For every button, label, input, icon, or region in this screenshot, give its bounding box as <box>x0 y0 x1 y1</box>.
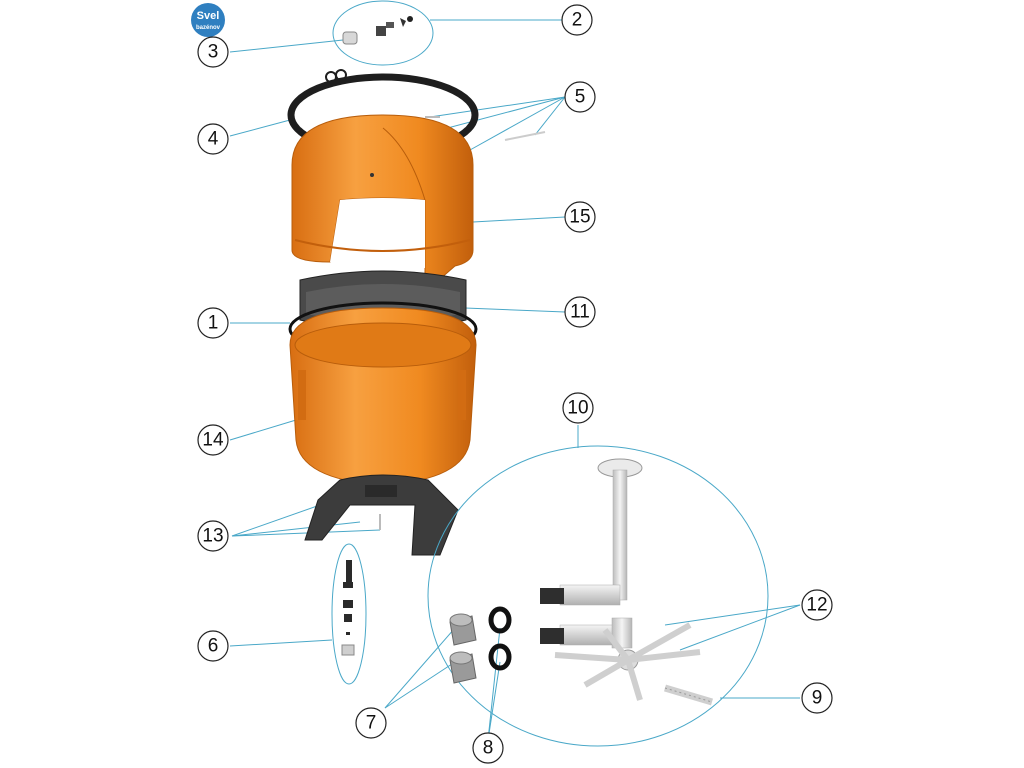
svg-text:2: 2 <box>572 10 583 31</box>
svg-text:3: 3 <box>208 42 219 63</box>
callout-11: 11 <box>564 296 596 328</box>
callout-8: 8 <box>472 732 504 764</box>
svg-text:5: 5 <box>575 87 586 108</box>
callout-3: 3 <box>197 36 229 68</box>
callout-6: 6 <box>197 630 229 662</box>
svg-text:11: 11 <box>570 302 590 323</box>
callout-13: 13 <box>197 520 229 552</box>
logo-line1: Svel <box>197 10 220 22</box>
svg-text:13: 13 <box>202 526 223 547</box>
svg-text:9: 9 <box>812 688 823 709</box>
callout-10: 10 <box>562 392 594 424</box>
union-gaskets <box>488 606 512 671</box>
svg-text:10: 10 <box>567 398 588 419</box>
svg-text:7: 7 <box>366 713 377 734</box>
svg-text:14: 14 <box>202 430 224 451</box>
svg-text:4: 4 <box>208 129 219 150</box>
callout-7: 7 <box>355 707 387 739</box>
callout-15: 15 <box>564 201 596 233</box>
tank-stand <box>304 474 459 556</box>
svg-text:6: 6 <box>208 636 219 657</box>
svg-text:15: 15 <box>569 207 590 228</box>
valve-small-parts <box>332 0 434 66</box>
lower-tank-body <box>289 307 477 486</box>
svg-text:1: 1 <box>208 313 219 334</box>
callout-1: 1 <box>197 307 229 339</box>
callout-4: 4 <box>197 123 229 155</box>
svg-text:12: 12 <box>806 595 827 616</box>
svg-text:8: 8 <box>483 738 494 759</box>
drain-parts-set <box>331 543 367 685</box>
callout-9: 9 <box>801 682 833 714</box>
part-callouts: 2 3 5 4 15 11 1 10 14 13 12 6 9 7 8 <box>197 4 833 764</box>
callout-5: 5 <box>564 81 596 113</box>
internal-pipe-assembly <box>427 445 769 747</box>
callout-12: 12 <box>801 589 833 621</box>
upper-tank-dome <box>291 114 474 294</box>
logo-line2: bazénov <box>196 25 221 31</box>
callout-2: 2 <box>561 4 593 36</box>
callout-14: 14 <box>197 424 229 456</box>
brand-logo: Svel bazénov <box>191 3 225 37</box>
spare-lateral <box>664 684 713 706</box>
pipe-unions <box>449 613 477 684</box>
